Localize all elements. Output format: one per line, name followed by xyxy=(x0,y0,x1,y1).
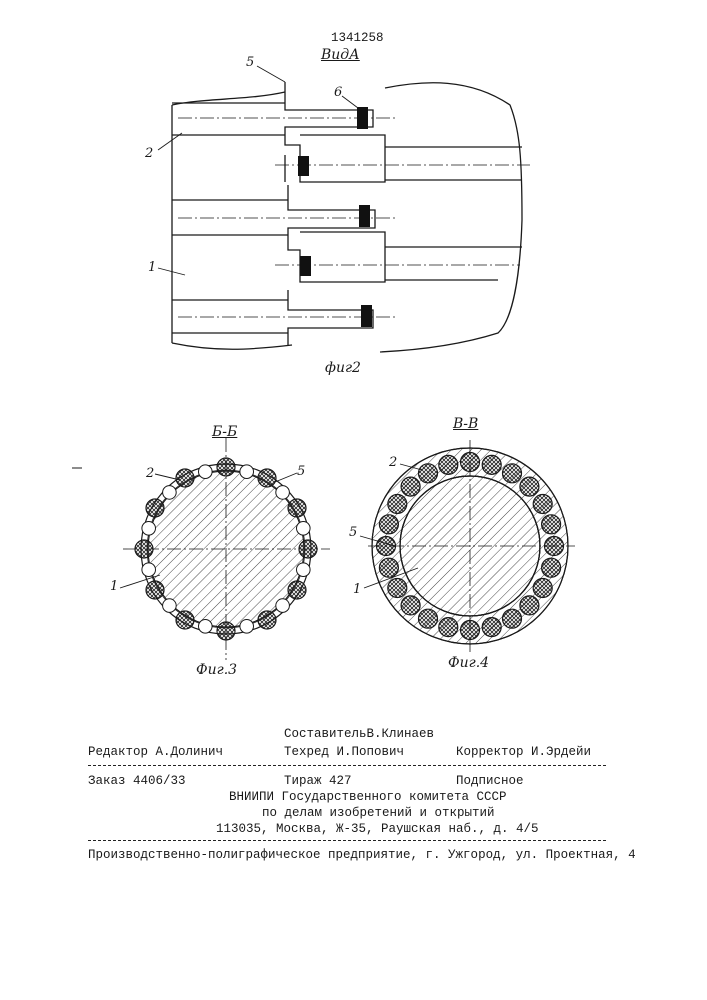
ball-element xyxy=(388,579,407,598)
ball-element xyxy=(379,515,398,534)
ball-element xyxy=(482,455,501,474)
scallop-lobe xyxy=(163,486,177,500)
ball-element xyxy=(419,609,438,628)
view-a-label: ВидА xyxy=(321,47,360,63)
ball-element xyxy=(401,477,420,496)
scallop-lobe xyxy=(199,465,213,479)
figure-4-section xyxy=(360,440,575,652)
ball-element xyxy=(401,596,420,615)
fig4-label-1: 1 xyxy=(353,582,361,597)
ball-element xyxy=(388,495,407,514)
fig2-label-2: 2 xyxy=(145,146,153,161)
scallop-lobe xyxy=(240,620,254,634)
scallop-lobe xyxy=(276,486,290,500)
ball-element xyxy=(176,611,194,629)
ball-element xyxy=(379,558,398,577)
divider-1 xyxy=(88,765,606,766)
ball-element xyxy=(542,515,561,534)
compiler-line: СоставительВ.Клинаев xyxy=(284,727,434,741)
ball-element xyxy=(176,469,194,487)
ball-element xyxy=(146,499,164,517)
ball-element xyxy=(482,618,501,637)
fig2-label-1: 1 xyxy=(148,260,156,275)
corrector-line: Корректор И.Эрдейи xyxy=(456,745,591,759)
scallop-lobe xyxy=(142,522,156,536)
fig4-label-2: 2 xyxy=(389,455,397,470)
fig4-caption: Фиг.4 xyxy=(448,655,489,671)
scallop-lobe xyxy=(163,599,177,613)
figure-3-section xyxy=(72,438,330,660)
printer-line: Производственно-полиграфическое предприя… xyxy=(88,848,636,862)
scallop-lobe xyxy=(199,620,213,634)
order-line: Заказ 4406/33 xyxy=(88,774,186,788)
fig2-caption: фиг2 xyxy=(325,360,361,376)
scallop-lobe xyxy=(276,599,290,613)
scallop-lobe xyxy=(142,563,156,577)
fig2-label-5: 5 xyxy=(246,55,254,70)
fig3-label-2: 2 xyxy=(146,466,154,481)
section-b-label: Б-Б xyxy=(212,424,237,440)
ball-element xyxy=(439,455,458,474)
ball-element xyxy=(503,464,522,483)
fig3-label-1: 1 xyxy=(110,579,118,594)
ball-element xyxy=(288,581,306,599)
ball-element xyxy=(419,464,438,483)
scallop-lobe xyxy=(240,465,254,479)
fig4-label-5: 5 xyxy=(349,525,357,540)
scallop-lobe xyxy=(297,563,311,577)
divider-2 xyxy=(88,840,606,841)
editor-line: Редактор А.Долинич xyxy=(88,745,223,759)
fig3-label-5: 5 xyxy=(297,464,305,479)
circulation-line: Тираж 427 xyxy=(284,774,352,788)
techred-line: Техред И.Попович xyxy=(284,745,404,759)
section-v-label: В-В xyxy=(453,416,478,432)
ball-element xyxy=(288,499,306,517)
subscription-line: Подписное xyxy=(456,774,524,788)
ball-element xyxy=(533,495,552,514)
ball-element xyxy=(533,579,552,598)
ball-element xyxy=(146,581,164,599)
fig2-label-6: 6 xyxy=(334,85,342,100)
ball-element xyxy=(439,618,458,637)
figure-2-view-a xyxy=(158,66,530,352)
address-line: 113035, Москва, Ж-35, Раушская наб., д. … xyxy=(216,822,539,836)
fig3-caption: Фиг.3 xyxy=(196,662,237,678)
ball-element xyxy=(520,477,539,496)
ball-element xyxy=(520,596,539,615)
ball-element xyxy=(503,609,522,628)
org-line-2: по делам изобретений и открытий xyxy=(262,806,495,820)
ball-element xyxy=(542,558,561,577)
org-line-1: ВНИИПИ Государственного комитета СССР xyxy=(229,790,507,804)
ball-element xyxy=(258,611,276,629)
ball-element xyxy=(258,469,276,487)
scallop-lobe xyxy=(297,522,311,536)
